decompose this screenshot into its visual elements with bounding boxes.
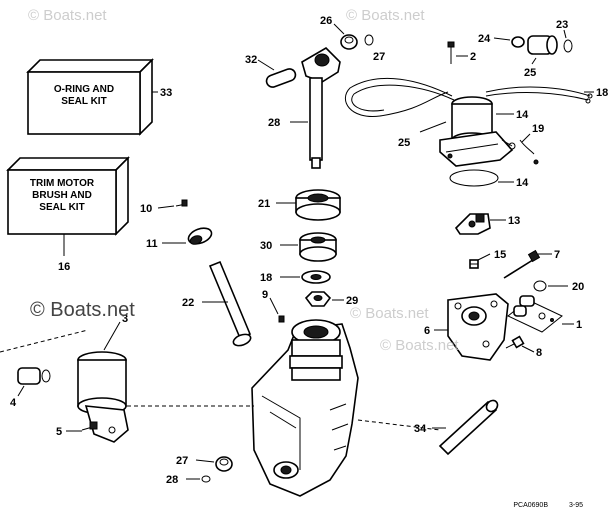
callout-30: 25 (524, 67, 536, 79)
watermark: © Boats.net (350, 305, 429, 322)
callout-4: 4 (10, 397, 17, 409)
part-oring-14 (449, 169, 499, 187)
kit-33-line-2: SEAL KIT (61, 96, 106, 107)
part-pin-32 (265, 68, 297, 88)
kit-box-oring-seal: O-RING AND SEAL KIT (26, 58, 154, 136)
callout-27: 26 (320, 15, 332, 27)
kit-16-line-1: TRIM MOTOR (30, 178, 95, 189)
watermark: © Boats.net (28, 7, 107, 24)
part-bolt-7 (503, 249, 541, 279)
watermark-main: © Boats.net (30, 299, 135, 321)
kit-33-line-1: O-RING AND (54, 84, 114, 95)
part-oring-20 (533, 280, 547, 292)
part-screw-5 (81, 421, 98, 431)
callout-10: 10 (140, 203, 152, 215)
watermark: © Boats.net (346, 7, 425, 24)
figure-code: PCA0690B (513, 502, 548, 509)
callout-29: 24 (478, 33, 491, 45)
kit-16-line-2: BRUSH AND (32, 190, 92, 201)
part-trim-housing (251, 319, 359, 497)
callout-27-lower: 27 (176, 455, 188, 467)
part-washer-18 (301, 270, 331, 284)
callout-23: 28 (268, 117, 280, 129)
callout-33: 33 (160, 87, 172, 99)
callout-28-lower: 28 (166, 474, 178, 486)
part-trim-motor-13 (439, 96, 514, 167)
callout-8: 8 (536, 347, 542, 359)
part-seal-11 (187, 227, 213, 245)
part-oring-28 (364, 34, 374, 46)
callout-16: 16 (58, 261, 70, 273)
part-screw-19 (501, 139, 539, 165)
callout-32: 32 (245, 54, 257, 66)
part-manifold-6 (447, 293, 509, 361)
part-cap-27-lower (215, 456, 233, 472)
callout-14: 14 (516, 177, 529, 189)
callout-19: 19 (532, 123, 544, 135)
part-piston-24 (299, 232, 337, 262)
callout-3: 3 (122, 313, 128, 325)
figure-date: 3-95 (569, 502, 583, 509)
callout-26: 25 (398, 137, 410, 149)
callout-1: 1 (576, 319, 582, 331)
kit-box-trim-motor-brush: TRIM MOTOR BRUSH AND SEAL KIT (6, 156, 130, 236)
callout-2: 2 (470, 51, 476, 63)
callout-25: 29 (346, 295, 358, 307)
part-screw-2 (447, 41, 455, 64)
callout-28: 27 (373, 51, 385, 63)
callout-18: 18 (260, 272, 272, 284)
part-cap-21 (295, 189, 341, 221)
callout-6: 6 (424, 325, 430, 337)
part-plug-15 (469, 259, 479, 269)
callout-13: 14 (516, 109, 529, 121)
callout-24: 30 (260, 240, 272, 252)
part-wire-harness-17 (344, 77, 593, 117)
part-screw-10 (175, 199, 188, 207)
part-seal-29 (511, 36, 525, 48)
callout-15: 15 (494, 249, 506, 261)
callout-21: 21 (258, 198, 270, 210)
callout-31: 23 (556, 19, 568, 31)
callout-12: 13 (508, 215, 520, 227)
part-nut-25 (304, 291, 332, 307)
callout-7: 7 (554, 249, 560, 261)
part-screw-8 (505, 335, 525, 349)
callout-9: 9 (262, 289, 268, 301)
callout-5: 5 (56, 426, 62, 438)
part-oring-31 (563, 39, 573, 53)
part-oring-28-lower (201, 475, 211, 483)
callout-34: 34 (414, 423, 427, 435)
part-pin-34 (438, 399, 499, 456)
callout-20: 20 (572, 281, 584, 293)
part-trim-rod-23 (301, 46, 341, 169)
callout-11: 11 (146, 238, 158, 250)
callout-17: 18 (596, 87, 608, 99)
watermark: © Boats.net (380, 337, 459, 354)
callout-22: 22 (182, 297, 194, 309)
part-brush-set-4 (17, 367, 51, 385)
part-plug-9 (278, 315, 285, 323)
kit-16-line-3: SEAL KIT (39, 202, 84, 213)
part-trim-motor-assembly-3 (77, 351, 129, 443)
part-valve-12 (454, 213, 491, 235)
part-tube-22 (208, 260, 252, 347)
part-cap-27 (340, 34, 358, 50)
part-fitting-30 (527, 35, 558, 55)
part-check-valve-1 (507, 295, 563, 333)
